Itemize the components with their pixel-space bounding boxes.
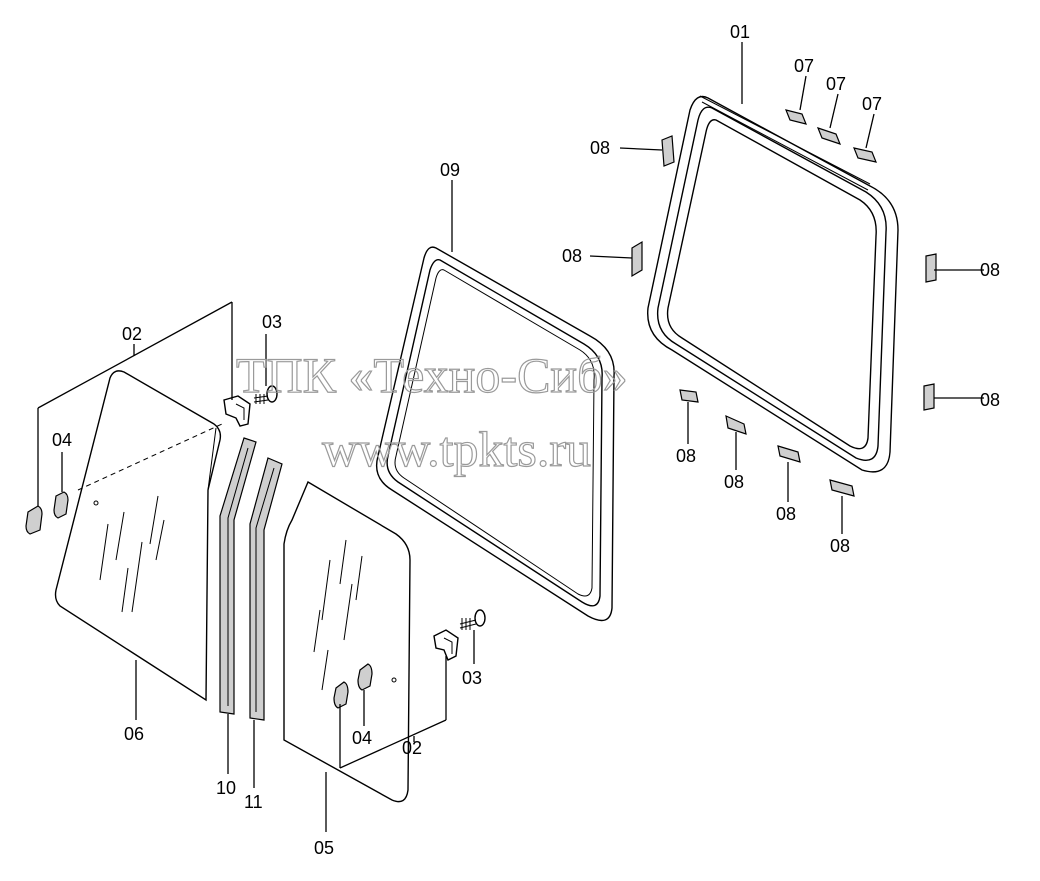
- label-07-c: 07: [862, 94, 882, 114]
- part-06-left-glass: [54, 370, 222, 702]
- clip-08-6: [725, 414, 747, 435]
- label-01: 01: [730, 22, 750, 42]
- label-08-e: 08: [676, 446, 696, 466]
- label-10: 10: [216, 778, 236, 798]
- watermark-line-1: ТПК «Техно-Сиб»: [236, 347, 628, 403]
- clip-08-2: [631, 240, 643, 278]
- label-08-d: 08: [980, 390, 1000, 410]
- part-07-clips: [785, 109, 877, 163]
- label-08-f: 08: [724, 472, 744, 492]
- label-07-a: 07: [794, 56, 814, 76]
- glass-reflection-marks-2: [313, 539, 363, 691]
- label-04-right: 04: [352, 728, 372, 748]
- part-03-screw-upper: [253, 385, 278, 404]
- part-05-right-glass: [283, 480, 411, 803]
- label-03-lower: 03: [462, 668, 482, 688]
- label-08-b: 08: [562, 246, 582, 266]
- clip-08-1: [661, 135, 675, 167]
- clip-07-1: [785, 109, 807, 125]
- label-08-c: 08: [980, 260, 1000, 280]
- clip-08-8: [829, 479, 855, 497]
- label-08-g: 08: [776, 504, 796, 524]
- watermark-line-2: www.tpkts.ru: [322, 421, 591, 477]
- part-labels: 01 07 07 07 08 08 08 08 08 08 08 08 09 0…: [52, 22, 1000, 858]
- part-10-channel: [219, 437, 257, 715]
- label-02-upper: 02: [122, 324, 142, 344]
- label-06: 06: [124, 724, 144, 744]
- label-04-left: 04: [52, 430, 72, 450]
- label-02-lower: 02: [402, 738, 422, 758]
- part-02-latch-upper: [223, 395, 251, 427]
- glass-reflection-marks: [99, 495, 165, 613]
- label-09: 09: [440, 160, 460, 180]
- label-08-a: 08: [590, 138, 610, 158]
- part-09-seal-frame: [375, 246, 615, 622]
- part-03-screw-lower: [459, 609, 486, 630]
- part-08-clips: [631, 135, 937, 497]
- clip-07-3: [853, 147, 877, 163]
- part-04-pads-right: [333, 663, 373, 709]
- label-03-upper: 03: [262, 312, 282, 332]
- label-08-h: 08: [830, 536, 850, 556]
- clip-08-5: [679, 389, 699, 403]
- leader-lines: [37, 42, 984, 832]
- label-07-b: 07: [826, 74, 846, 94]
- clip-08-7: [777, 445, 801, 463]
- clip-08-3: [925, 253, 937, 283]
- clip-07-2: [816, 127, 842, 145]
- part-11-channel: [249, 457, 283, 721]
- part-04-pads-left: [25, 491, 69, 535]
- part-01-window-frame: [647, 95, 899, 473]
- part-02-latch-lower: [433, 629, 459, 661]
- label-05: 05: [314, 838, 334, 858]
- watermark: ТПК «Техно-Сиб» www.tpkts.ru: [235, 346, 628, 477]
- label-11: 11: [244, 792, 263, 812]
- clip-08-4: [923, 383, 935, 411]
